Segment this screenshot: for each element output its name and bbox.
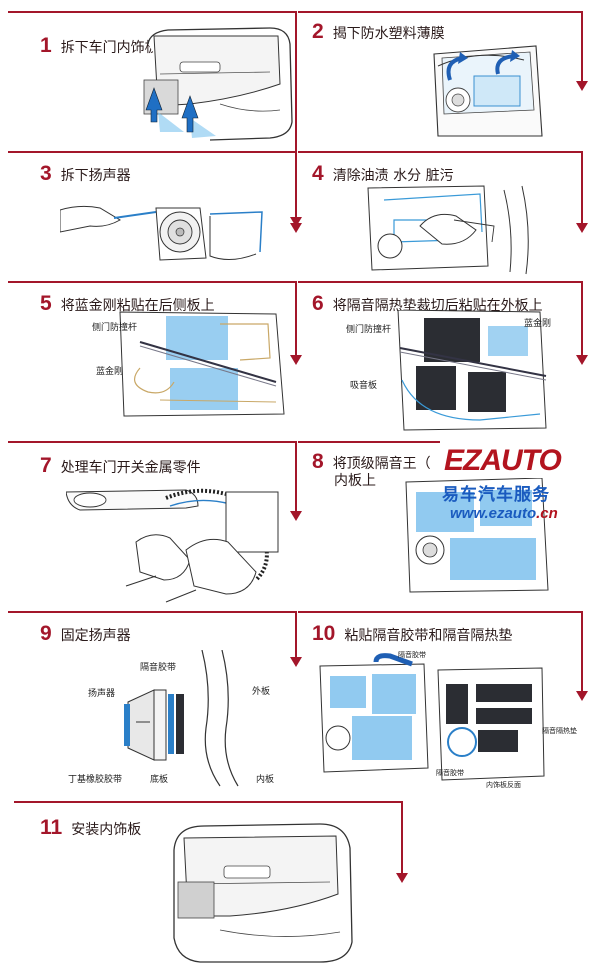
step-number: 9 [40, 622, 52, 645]
step-3-title: 3 拆下扬声器 [40, 162, 131, 186]
step-2-title: 2 揭下防水塑料薄膜 [312, 20, 445, 44]
step-6-title: 6 将隔音隔热垫裁切后粘贴在外板上 [312, 292, 543, 316]
insulation-pad-illustration [397, 310, 547, 431]
step-text: 拆下扬声器 [60, 168, 131, 184]
step-4-title: 4 清除油渍 水分 脏污 [312, 162, 454, 186]
step6-absorb-label: 吸音板 [350, 381, 378, 391]
blue-diamond-rear-panel-illustration [119, 311, 285, 417]
step-number: 6 [312, 292, 324, 315]
step-number: 11 [40, 816, 63, 839]
step9-outer-label: 外板 [252, 687, 271, 697]
step-number: 2 [312, 20, 324, 43]
speaker-removal-illustration [60, 205, 263, 261]
cleaning-illustration [367, 185, 529, 275]
step-text: 将顶级隔音王（ [332, 456, 431, 472]
ezauto-watermark: EZAUTO 易车汽车服务 www.ezauto.cn [440, 442, 600, 532]
step-text: 将隔音隔热垫裁切后粘贴在外板上 [332, 298, 543, 314]
step-9-title: 9 固定扬声器 [40, 622, 131, 646]
step-11-title: 11 安装内饰板 [40, 816, 141, 840]
step9-speaker-label: 扬声器 [88, 689, 116, 699]
step-number: 1 [40, 34, 52, 57]
step9-inner-label: 内板 [256, 775, 275, 785]
step-number: 3 [40, 162, 52, 185]
step5-blue-label: 蓝金刚 [96, 367, 124, 377]
watermark-url-main: www.ezauto [450, 505, 537, 522]
ezauto-logo: EZAUTO [444, 444, 562, 477]
step-text: 揭下防水塑料薄膜 [332, 26, 445, 42]
watermark-chinese-text: 易车汽车服务 [442, 485, 550, 505]
step5-rod-label: 侧门防撞杆 [92, 323, 138, 333]
film-removal-illustration [433, 45, 543, 137]
tape-and-pad-illustration [319, 653, 545, 781]
top-insulation-inner-panel-illustration [405, 478, 549, 593]
door-trim-removal-illustration [143, 27, 293, 141]
speaker-fixing-section-illustration [124, 650, 239, 787]
step-text: 将蓝金刚粘贴在后侧板上 [60, 298, 215, 314]
step-7-title: 7 处理车门开关金属零件 [40, 454, 201, 478]
step6-rod-label: 侧门防撞杆 [346, 325, 392, 335]
step-1-title: 1 拆下车门内饰板 [40, 34, 159, 58]
watermark-url-tld: .cn [536, 505, 558, 522]
step-text: 安装内饰板 [71, 822, 142, 838]
step-text: 内板上 [334, 473, 376, 489]
install-trim-illustration [173, 823, 353, 963]
door-handle-metal-parts-illustration [66, 488, 279, 603]
step10-tape-bottom-label: 隔音胶带 [436, 769, 464, 777]
step-5-title: 5 将蓝金刚粘贴在后侧板上 [40, 292, 215, 316]
step-10-title: 10 粘贴隔音胶带和隔音隔热垫 [312, 622, 512, 646]
step-text: 粘贴隔音胶带和隔音隔热垫 [344, 628, 513, 644]
step9-tape-label: 隔音胶带 [140, 663, 177, 673]
step-8-title-line2: 内板上 [334, 470, 376, 490]
step-number: 8 [312, 450, 324, 473]
step-text: 清除油渍 水分 脏污 [332, 168, 454, 184]
step-number: 10 [312, 622, 336, 645]
step9-rubber-label: 丁基橡胶胶带 [68, 775, 123, 785]
step-text: 固定扬声器 [60, 628, 131, 644]
step6-blue-label: 蓝金刚 [524, 319, 552, 329]
step-number: 4 [312, 162, 324, 185]
watermark-url: www.ezauto.cn [450, 505, 558, 522]
step-8-title: 8 将顶级隔音王（ [312, 450, 431, 474]
step9-base-label: 底板 [150, 775, 169, 785]
step-number: 7 [40, 454, 52, 477]
step10-pad-label: 隔音隔热垫 [542, 727, 577, 735]
step-text: 拆下车门内饰板 [60, 40, 159, 56]
step10-tape-top-label: 隔音胶带 [398, 651, 426, 659]
step10-back-label: 内饰板反面 [486, 781, 521, 789]
step-number: 5 [40, 292, 52, 315]
step-text: 处理车门开关金属零件 [60, 460, 201, 476]
